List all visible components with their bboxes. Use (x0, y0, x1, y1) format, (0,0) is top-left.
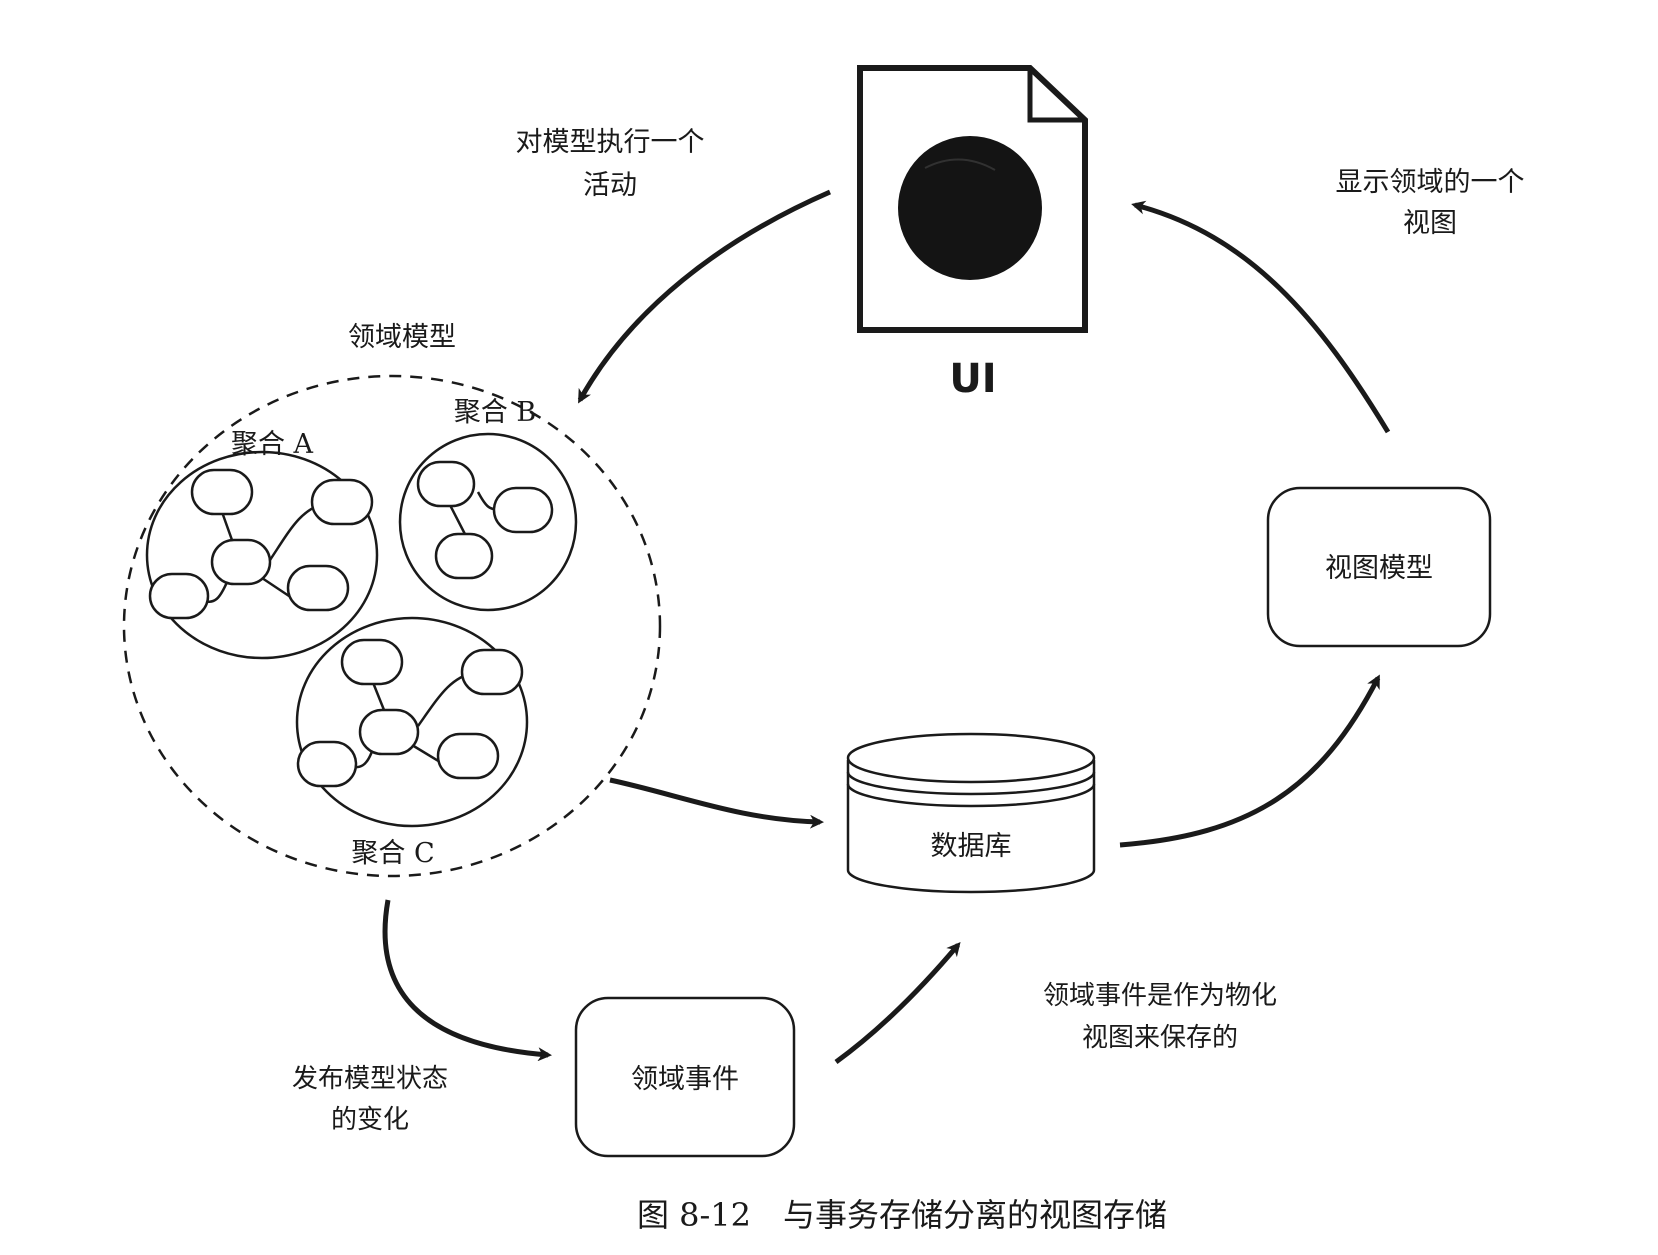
view-model-label: 视图模型 (1325, 553, 1433, 584)
arrow-domain-model-to-database (609, 777, 824, 829)
perform-activity-label-line2: 活动 (583, 170, 637, 201)
figure-caption: 图 8-12 与事务存储分离的视图存储 (637, 1196, 1167, 1234)
show-view-label-line1: 显示领域的一个 (1336, 167, 1525, 198)
publish-changes-label-line1: 发布模型状态 (292, 1064, 448, 1094)
arrow-ui-to-domain-model (577, 189, 832, 404)
aggregate-a-label: 聚合 A (231, 429, 314, 460)
database-label: 数据库 (931, 831, 1012, 862)
arrow-domain-events-to-database (834, 941, 961, 1065)
database-icon (846, 732, 1096, 894)
globe-icon (898, 136, 1042, 280)
view-model-box (1266, 486, 1492, 648)
events-saved-label-line2: 视图来保存的 (1082, 1023, 1238, 1053)
events-saved-label-line1: 领域事件是作为物化 (1043, 981, 1277, 1011)
aggregate-c (295, 616, 529, 828)
aggregate-a (145, 450, 379, 660)
aggregate-b (398, 432, 578, 612)
publish-changes-label-line2: 的变化 (331, 1105, 409, 1135)
show-view-label-line2: 视图 (1403, 208, 1457, 239)
domain-events-box (574, 996, 796, 1158)
aggregate-c-label: 聚合 C (351, 838, 434, 869)
aggregate-b-label: 聚合 B (454, 397, 536, 428)
arrow-domain-model-to-domain-events (382, 899, 552, 1062)
domain-model-label: 领域模型 (348, 322, 456, 353)
perform-activity-label-line1: 对模型执行一个 (516, 127, 705, 158)
arrow-viewmodel-to-ui (1131, 200, 1391, 434)
domain-events-label: 领域事件 (631, 1064, 739, 1095)
ui-label: UI (949, 356, 996, 402)
domain-model-boundary (122, 374, 662, 878)
ui-document-icon (857, 65, 1088, 333)
arrow-database-to-view-model (1119, 674, 1381, 848)
